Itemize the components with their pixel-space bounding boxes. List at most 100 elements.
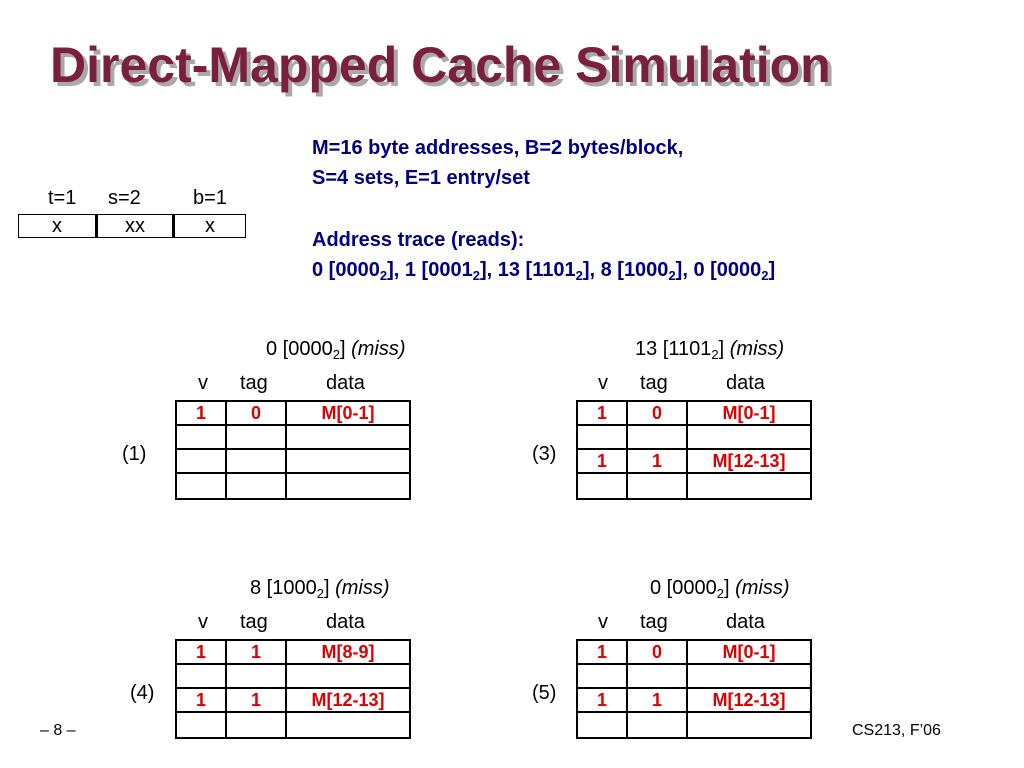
valid-bit-cell: 1	[578, 641, 628, 665]
step-label: (1)	[122, 443, 147, 465]
column-header-tag: tag	[640, 611, 668, 633]
valid-bit-cell	[177, 665, 227, 689]
trace-dec: 13	[497, 259, 520, 281]
tag-bits-label: t=1	[48, 187, 77, 209]
data-cell	[287, 665, 409, 689]
panel-caption: 0 [00002] (miss)	[266, 338, 406, 362]
block-bits-label: b=1	[193, 187, 227, 209]
trace-dec: 8	[600, 259, 612, 281]
column-header-tag: tag	[240, 372, 268, 394]
data-cell: M[0-1]	[688, 641, 810, 665]
tag-cell: 1	[227, 641, 287, 665]
step-label: (4)	[130, 682, 155, 704]
valid-bit-cell	[578, 665, 628, 689]
column-header-v: v	[598, 372, 608, 394]
valid-bit-cell	[177, 426, 227, 450]
valid-bit-cell: 1	[177, 641, 227, 665]
column-header-v: v	[198, 611, 208, 633]
cache-params-line-1: M=16 byte addresses, B=2 bytes/block,	[312, 137, 684, 159]
panel-caption: 0 [00002] (miss)	[650, 577, 790, 601]
panel-caption: 13 [11012] (miss)	[635, 338, 785, 362]
tag-cell: 0	[628, 402, 688, 426]
tag-cell: 1	[227, 689, 287, 713]
data-cell: M[0-1]	[688, 402, 810, 426]
valid-bit-cell: 1	[177, 402, 227, 426]
panel-caption: 8 [10002] (miss)	[250, 577, 390, 601]
tag-cell	[628, 665, 688, 689]
trace-dec: 0	[693, 259, 705, 281]
step-label: (5)	[532, 682, 557, 704]
data-cell	[287, 713, 409, 737]
trace-item: 8 [10002],	[600, 259, 694, 283]
data-cell	[287, 426, 409, 450]
valid-bit-cell	[177, 450, 227, 474]
data-cell	[688, 713, 810, 737]
data-cell	[688, 474, 810, 498]
column-header-v: v	[198, 372, 208, 394]
tag-cell	[227, 474, 287, 498]
data-cell: M[12-13]	[688, 450, 810, 474]
slide-title: Direct-Mapped Cache Simulation	[50, 37, 831, 93]
tag-cell: 0	[628, 641, 688, 665]
valid-bit-cell: 1	[578, 402, 628, 426]
data-cell	[688, 665, 810, 689]
column-header-tag: tag	[240, 611, 268, 633]
valid-bit-cell	[578, 426, 628, 450]
trace-bin: 1000	[623, 259, 669, 281]
tag-cell: 1	[628, 689, 688, 713]
tag-cell	[227, 665, 287, 689]
address-field-diagram: x xx x	[18, 214, 246, 238]
valid-bit-cell	[177, 474, 227, 498]
set-field: xx	[95, 215, 172, 237]
column-header-v: v	[598, 611, 608, 633]
cache-params-line-2: S=4 sets, E=1 entry/set	[312, 167, 530, 189]
set-bits-label: s=2	[108, 187, 141, 209]
column-header-data: data	[726, 372, 765, 394]
trace-item: 0 [00002],	[312, 259, 405, 283]
trace-heading: Address trace (reads):	[312, 229, 525, 251]
block-offset-field: x	[172, 215, 245, 237]
valid-bit-cell	[578, 474, 628, 498]
valid-bit-cell: 1	[578, 689, 628, 713]
tag-cell	[227, 713, 287, 737]
data-cell	[287, 450, 409, 474]
tag-cell: 0	[227, 402, 287, 426]
tag-cell	[628, 426, 688, 450]
trace-bin: 0000	[335, 259, 380, 281]
data-cell: M[0-1]	[287, 402, 409, 426]
data-cell: M[12-13]	[688, 689, 810, 713]
tag-cell	[628, 474, 688, 498]
column-header-data: data	[326, 372, 365, 394]
data-cell	[688, 426, 810, 450]
data-cell: M[12-13]	[287, 689, 409, 713]
step-label: (3)	[532, 443, 557, 465]
trace-dec: 0	[312, 259, 324, 281]
trace-bin: 0000	[716, 259, 762, 281]
course-label: CS213, F’06	[852, 722, 941, 739]
valid-bit-cell: 1	[578, 450, 628, 474]
tag-cell	[227, 450, 287, 474]
valid-bit-cell: 1	[177, 689, 227, 713]
valid-bit-cell	[578, 713, 628, 737]
trace-bin: 0001	[428, 259, 473, 281]
tag-cell	[227, 426, 287, 450]
trace-dec: 1	[404, 259, 416, 281]
data-cell	[287, 474, 409, 498]
address-trace: 0 [00002], 1 [00012], 13 [11012], 8 [100…	[312, 258, 775, 282]
tag-cell: 1	[628, 450, 688, 474]
tag-cell	[628, 713, 688, 737]
tag-field: x	[52, 214, 62, 237]
data-cell: M[8-9]	[287, 641, 409, 665]
trace-item: 0 [00002]	[693, 259, 776, 283]
trace-bin: 1101	[532, 259, 576, 281]
valid-bit-cell	[177, 713, 227, 737]
trace-item: 13 [11012],	[497, 259, 601, 283]
column-header-data: data	[726, 611, 765, 633]
column-header-data: data	[326, 611, 365, 633]
column-header-tag: tag	[640, 372, 668, 394]
page-number: – 8 –	[40, 722, 76, 739]
